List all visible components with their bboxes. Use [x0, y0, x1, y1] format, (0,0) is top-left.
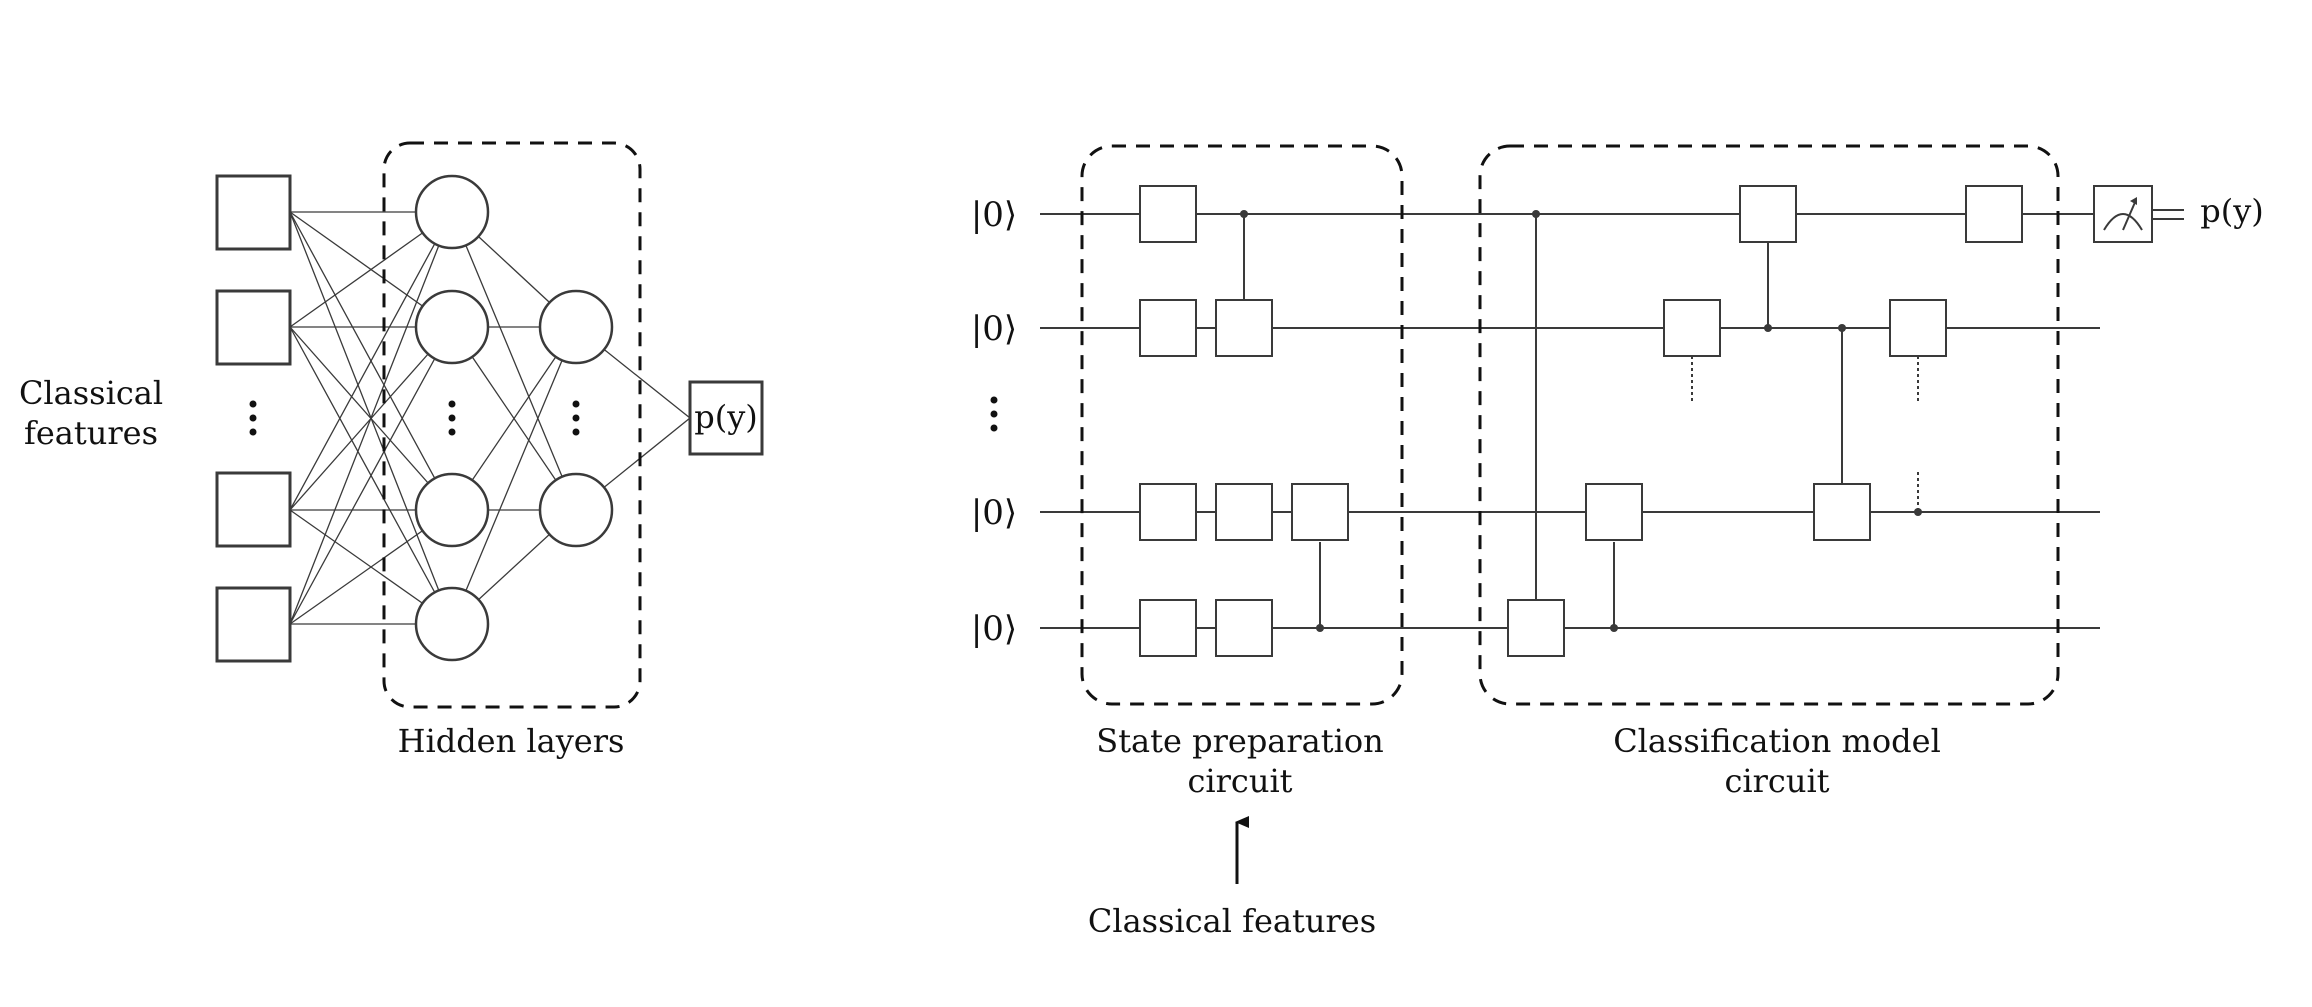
output-label: p(y): [694, 398, 758, 436]
network-connection: [451, 211, 577, 511]
gate: [1139, 483, 1197, 541]
input-node: [215, 174, 292, 251]
measurement-output-label: p(y): [2200, 192, 2264, 230]
input-node: [215, 289, 292, 366]
input-node: [215, 586, 292, 663]
classification-model-label: circuit: [1724, 762, 1829, 800]
gate: [1139, 299, 1197, 357]
gate: [1139, 599, 1197, 657]
qubit-label: |0⟩: [971, 309, 1017, 349]
gate: [1965, 185, 2023, 243]
network-connection: [289, 326, 453, 625]
gate: [1215, 483, 1273, 541]
quantum-circuit: [990, 144, 2184, 884]
output-node: [688, 380, 764, 456]
gate: [1739, 185, 1797, 243]
gate: [1507, 599, 1565, 657]
hidden-neuron: [414, 174, 490, 250]
gate: [1813, 483, 1871, 541]
hidden-neuron: [414, 472, 490, 548]
network-connection: [289, 211, 453, 511]
control-dots: [1240, 210, 1922, 632]
hidden-neuron: [414, 289, 490, 365]
input-ellipsis: [249, 400, 257, 436]
state-preparation-box: [1080, 144, 1404, 706]
network-connection: [289, 211, 453, 625]
hidden-layers-box: [382, 141, 642, 709]
gate: [1139, 185, 1197, 243]
gate: [1663, 299, 1721, 357]
state-preparation-label: circuit: [1187, 762, 1292, 800]
state-preparation-label: State preparation: [1096, 722, 1383, 760]
network-connections: [289, 211, 691, 625]
gate: [1291, 483, 1349, 541]
hidden-neuron: [414, 586, 490, 662]
input-node: [215, 471, 292, 548]
hidden-neuron: [538, 289, 614, 365]
classical-network: [215, 141, 764, 709]
network-connection: [451, 326, 577, 625]
classical-features-label: Classical: [19, 374, 163, 412]
gate: [1889, 299, 1947, 357]
qubit-label: |0⟩: [971, 195, 1017, 235]
measurement-icon: [2093, 185, 2153, 243]
classification-model-label: Classification model: [1613, 722, 1941, 760]
qubit-ellipsis: [990, 396, 998, 432]
classification-model-box: [1478, 144, 2060, 706]
qubit-label: |0⟩: [971, 493, 1017, 533]
hidden-neuron: [538, 472, 614, 548]
qubit-label: |0⟩: [971, 609, 1017, 649]
hidden-ellipsis: [448, 400, 456, 436]
classical-features-input-label: Classical features: [1088, 902, 1376, 940]
gate: [1585, 483, 1643, 541]
gate: [1215, 299, 1273, 357]
classical-features-label: features: [24, 414, 158, 452]
hidden-layers-label: Hidden layers: [398, 722, 625, 760]
hidden-ellipsis: [572, 400, 580, 436]
gate: [1215, 599, 1273, 657]
